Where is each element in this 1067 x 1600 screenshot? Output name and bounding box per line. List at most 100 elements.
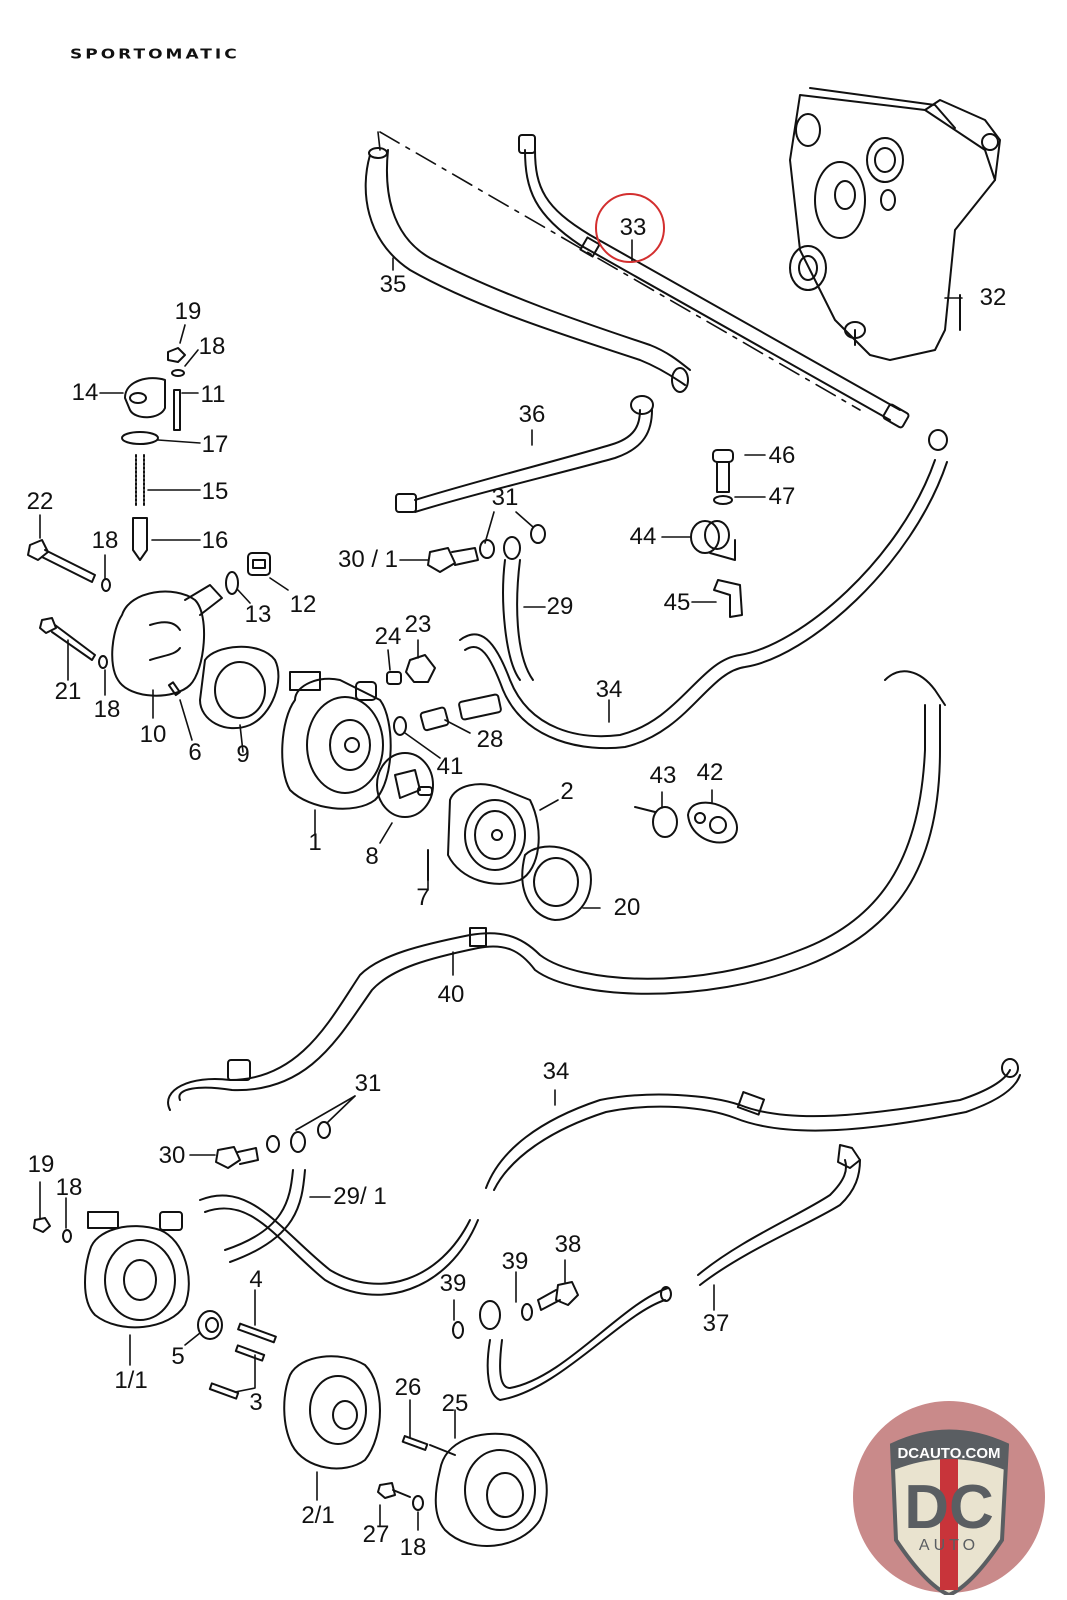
callout-30[interactable]: 30 [158,1142,186,1169]
callout-31[interactable]: 31 [491,484,519,511]
part-2-1-cover [283,1355,381,1470]
callout-13[interactable]: 13 [244,601,272,628]
callout-27[interactable]: 27 [362,1521,390,1548]
part-41-oring [393,716,407,736]
callout-39[interactable]: 39 [501,1248,529,1275]
callout-37[interactable]: 37 [702,1310,730,1337]
part-34-hose-lower [485,1058,1021,1191]
callout-7[interactable]: 7 [416,884,430,911]
part-47-washer [713,495,733,505]
callout-14[interactable]: 14 [71,379,99,406]
callout-26[interactable]: 26 [394,1374,422,1401]
part-19-nut-lower [33,1217,51,1233]
callout-46[interactable]: 46 [768,442,796,469]
callout-29-1[interactable]: 29/ 1 [333,1183,387,1210]
callout-44[interactable]: 44 [629,523,657,550]
callout-47[interactable]: 47 [768,483,796,510]
callout-12[interactable]: 12 [289,591,317,618]
logo-site-text: DCAUTO.COM [897,1445,1000,1462]
callout-2[interactable]: 2 [560,778,574,805]
callout-17[interactable]: 17 [201,431,229,458]
part-1-pump [281,671,392,810]
callout-29[interactable]: 29 [546,593,574,620]
part-18-washer-mid [101,578,111,592]
part-13-washer [225,571,239,595]
callout-24[interactable]: 24 [374,623,402,650]
part-5-seal [197,1310,223,1340]
callout-19[interactable]: 19 [174,298,202,325]
part-18-washer-bottom [412,1495,424,1511]
part-39-washer-left [452,1321,464,1339]
part-18-washer-low [98,655,108,669]
part-15-spring [135,454,145,506]
callout-40[interactable]: 40 [437,981,465,1008]
callout-2-1[interactable]: 2/1 [301,1502,335,1529]
part-38-hose [479,1286,672,1401]
callout-21[interactable]: 21 [54,678,82,705]
callout-18[interactable]: 18 [198,333,226,360]
callout-35[interactable]: 35 [379,271,407,298]
callout-33[interactable]: 33 [619,214,647,241]
part-40-hose [167,670,946,1111]
part-11-stud [173,389,181,431]
part-43-clip [634,806,678,838]
callout-30-1[interactable]: 30 / 1 [337,546,399,573]
callout-5[interactable]: 5 [171,1343,185,1370]
part-23-nut [405,654,436,683]
part-10-housing [111,584,223,697]
part-29-hose [502,536,534,681]
part-22-bolt [27,539,96,583]
part-18-washer-lower [62,1229,72,1243]
callout-38[interactable]: 38 [554,1231,582,1258]
part-19-nut-upper [167,347,186,363]
callout-23[interactable]: 23 [404,611,432,638]
part-42-grommet [687,801,738,844]
part-31-washers-upper [479,524,546,559]
logo-initials: DC [904,1473,994,1542]
part-44-clamp [690,520,736,561]
callout-3[interactable]: 3 [249,1389,263,1416]
callout-34[interactable]: 34 [595,676,623,703]
highlight-circle-part-33 [595,193,665,263]
part-37-hose [697,1144,861,1286]
callout-15[interactable]: 15 [201,478,229,505]
callout-16[interactable]: 16 [201,527,229,554]
callout-8[interactable]: 8 [365,843,379,870]
callout-1[interactable]: 1 [308,829,322,856]
callout-32[interactable]: 32 [979,284,1007,311]
callout-4[interactable]: 4 [249,1266,263,1293]
callout-20[interactable]: 20 [613,894,641,921]
logo-banner [892,1431,1007,1470]
callout-11[interactable]: 11 [200,381,226,408]
callout-6[interactable]: 6 [188,739,202,766]
callout-18[interactable]: 18 [91,527,119,554]
callout-41[interactable]: 41 [436,753,464,780]
callout-19[interactable]: 19 [27,1151,55,1178]
callout-45[interactable]: 45 [663,589,691,616]
part-8-rotor [376,752,434,818]
callout-31[interactable]: 31 [354,1070,382,1097]
part-28-fitting [419,706,450,732]
leader-dashed [379,131,861,411]
callout-28[interactable]: 28 [476,726,504,753]
part-17-oring [121,431,159,445]
callout-9[interactable]: 9 [236,741,250,768]
callout-10[interactable]: 10 [139,721,167,748]
part-33-pipe [518,134,910,429]
callout-34[interactable]: 34 [542,1058,570,1085]
callout-18[interactable]: 18 [55,1174,83,1201]
part-24-plug [386,671,402,685]
part-45-bracket [713,579,743,618]
callout-18[interactable]: 18 [399,1534,427,1561]
callout-42[interactable]: 42 [696,759,724,786]
callout-36[interactable]: 36 [518,401,546,428]
part-16-plunger [132,517,148,561]
callout-25[interactable]: 25 [441,1390,469,1417]
callout-43[interactable]: 43 [649,762,677,789]
callout-1-1[interactable]: 1/1 [114,1367,148,1394]
callout-22[interactable]: 22 [26,488,54,515]
callout-39[interactable]: 39 [439,1270,467,1297]
part-30-bolt [215,1146,259,1169]
callout-18[interactable]: 18 [93,696,121,723]
